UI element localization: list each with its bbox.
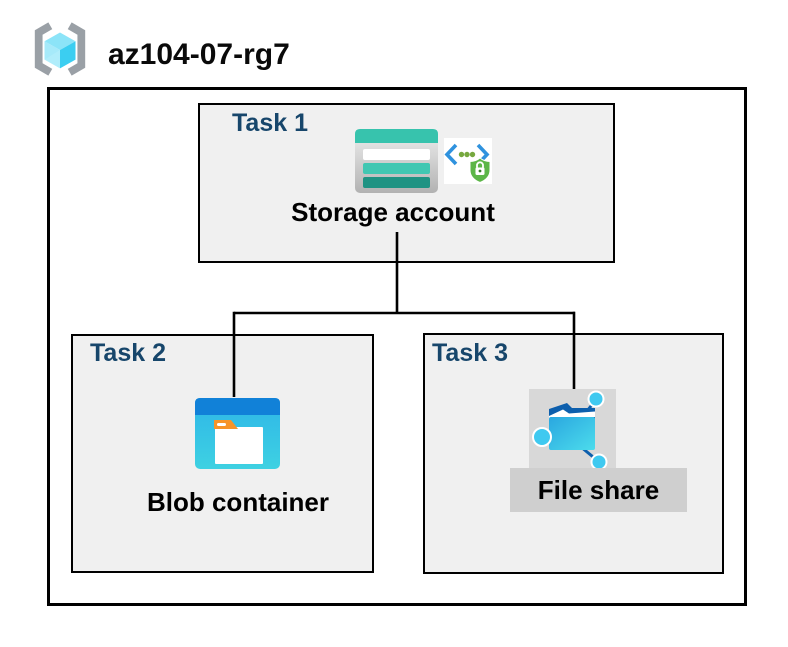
sas-dot <box>458 151 465 158</box>
lock-shackle <box>476 161 484 168</box>
sas-token-icon <box>444 138 492 184</box>
resource-group-icon <box>34 22 86 76</box>
file-share-label-plate: File share <box>510 468 687 512</box>
blob-tab-dash <box>217 423 226 426</box>
bracket-right <box>67 22 86 76</box>
cube-shade <box>44 41 60 60</box>
bracket-left <box>34 22 53 76</box>
blob-folder <box>215 427 263 464</box>
folder-front <box>549 417 595 450</box>
task3-label: Task 3 <box>432 339 508 367</box>
sas-dot <box>464 151 470 158</box>
blob-title-bar <box>195 398 280 415</box>
blob-container-icon <box>195 398 280 469</box>
sas-dot <box>469 151 476 158</box>
storage-row-white <box>363 149 430 160</box>
file-share-icon <box>532 390 608 471</box>
sas-bracket-left <box>444 143 458 166</box>
task1-label: Task 1 <box>232 109 308 137</box>
cube-right-face <box>60 41 76 69</box>
blob-container-label: Blob container <box>146 487 329 517</box>
storage-row-dark <box>363 177 430 188</box>
storage-row-teal <box>363 163 430 174</box>
resource-group-name: az104-07-rg7 <box>108 38 290 71</box>
task2-label: Task 2 <box>90 339 166 367</box>
share-node-top <box>587 390 605 408</box>
storage-top-bar <box>355 129 438 143</box>
lock-keyhole <box>478 169 482 173</box>
storage-account-icon <box>355 129 438 193</box>
storage-account-label: Storage account <box>291 197 495 227</box>
share-node-left <box>532 427 552 447</box>
sas-shield-lock <box>469 157 491 184</box>
file-share-label: File share <box>537 474 660 505</box>
